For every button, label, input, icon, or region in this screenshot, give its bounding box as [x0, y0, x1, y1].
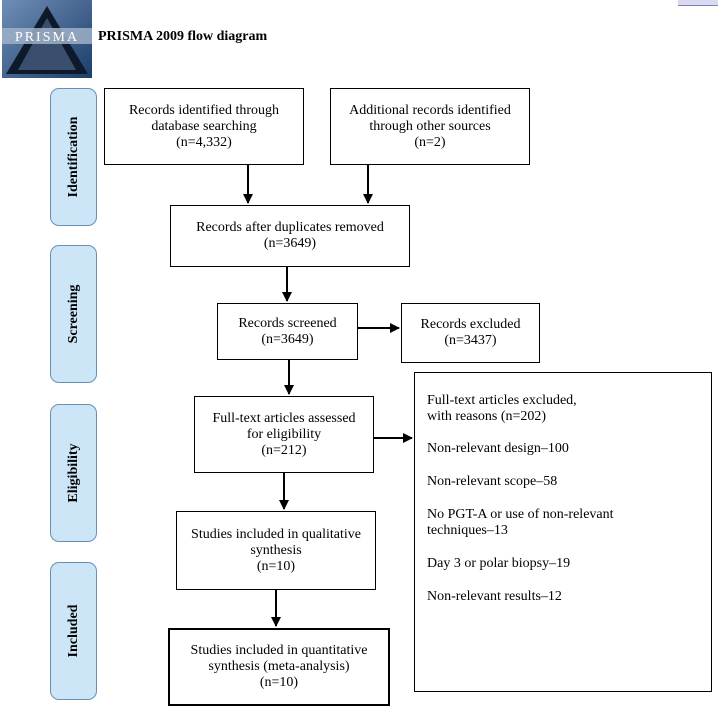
box-line: Additional records identified	[349, 102, 511, 118]
box-line: for eligibility	[246, 426, 322, 442]
box-line: (n=10)	[256, 558, 296, 574]
phase-eligibility: Eligibility	[50, 404, 97, 542]
exclusion-reason-line: Non-relevant results–12	[427, 589, 562, 604]
box-line: (n=212)	[261, 442, 307, 458]
box-database-search: Records identified through database sear…	[104, 88, 304, 165]
box-fulltext-assessed: Full-text articles assessed for eligibil…	[194, 396, 374, 473]
phase-screening: Screening	[50, 245, 97, 383]
phase-identification: Identification	[50, 88, 97, 226]
logo-text: PRISMA	[15, 30, 79, 45]
box-line: Records after duplicates removed	[196, 220, 384, 235]
exclusion-reason-line: Non-relevant design–100	[427, 441, 569, 456]
box-line: Records identified through	[128, 102, 280, 118]
exclusion-reason: Non-relevant results–12	[427, 589, 701, 605]
exclusion-reason: Day 3 or polar biopsy–19	[427, 556, 701, 572]
box-line: Records screened	[238, 315, 337, 331]
box-line: database searching	[151, 118, 257, 134]
box-quantitative-synthesis: Studies included in quantitative synthes…	[168, 628, 390, 706]
excluded-heading-line: Full-text articles excluded,	[427, 393, 577, 408]
box-line: Full-text articles assessed	[212, 410, 356, 426]
box-line: (n=2)	[414, 134, 446, 150]
corner-link-marker	[678, 0, 718, 6]
exclusion-reason-line: Day 3 or polar biopsy–19	[427, 556, 571, 571]
exclusion-reason-line: techniques–13	[427, 523, 508, 538]
box-duplicates-removed: Records after duplicates removed (n=3649…	[170, 205, 410, 267]
box-line: (n=3437)	[444, 333, 497, 348]
exclusion-reason: Non-relevant scope–58	[427, 474, 701, 490]
box-line: (n=3649)	[263, 236, 317, 251]
box-line: synthesis	[250, 542, 302, 558]
box-fulltext-excluded: Full-text articles excluded, with reason…	[414, 372, 712, 692]
exclusion-reason-line: Non-relevant scope–58	[427, 474, 558, 489]
box-other-sources: Additional records identified through ot…	[330, 88, 530, 165]
exclusion-reason-line: No PGT-A or use of non-relevant	[427, 507, 614, 522]
box-line: through other sources	[369, 118, 491, 134]
exclusion-reason: Non-relevant design–100	[427, 441, 701, 457]
prisma-logo: PRISMA	[2, 0, 92, 78]
excluded-heading: Full-text articles excluded, with reason…	[427, 393, 701, 425]
box-line: synthesis (meta-analysis)	[208, 659, 350, 674]
box-records-excluded: Records excluded (n=3437)	[401, 303, 540, 363]
box-line: Studies included in qualitative	[191, 526, 361, 542]
page-title: PRISMA 2009 flow diagram	[98, 29, 268, 44]
box-line: (n=4,332)	[176, 134, 232, 150]
box-line: Studies included in quantitative	[190, 643, 368, 658]
box-records-screened: Records screened (n=3649)	[217, 303, 358, 360]
box-qualitative-synthesis: Studies included in qualitative synthesi…	[176, 511, 376, 590]
box-line: (n=3649)	[261, 331, 314, 347]
box-line: Records excluded	[420, 317, 521, 332]
phase-included: Included	[50, 562, 97, 700]
excluded-heading-line: with reasons (n=202)	[427, 409, 547, 424]
exclusion-reason: No PGT-A or use of non-relevant techniqu…	[427, 507, 701, 539]
box-line: (n=10)	[259, 675, 299, 690]
